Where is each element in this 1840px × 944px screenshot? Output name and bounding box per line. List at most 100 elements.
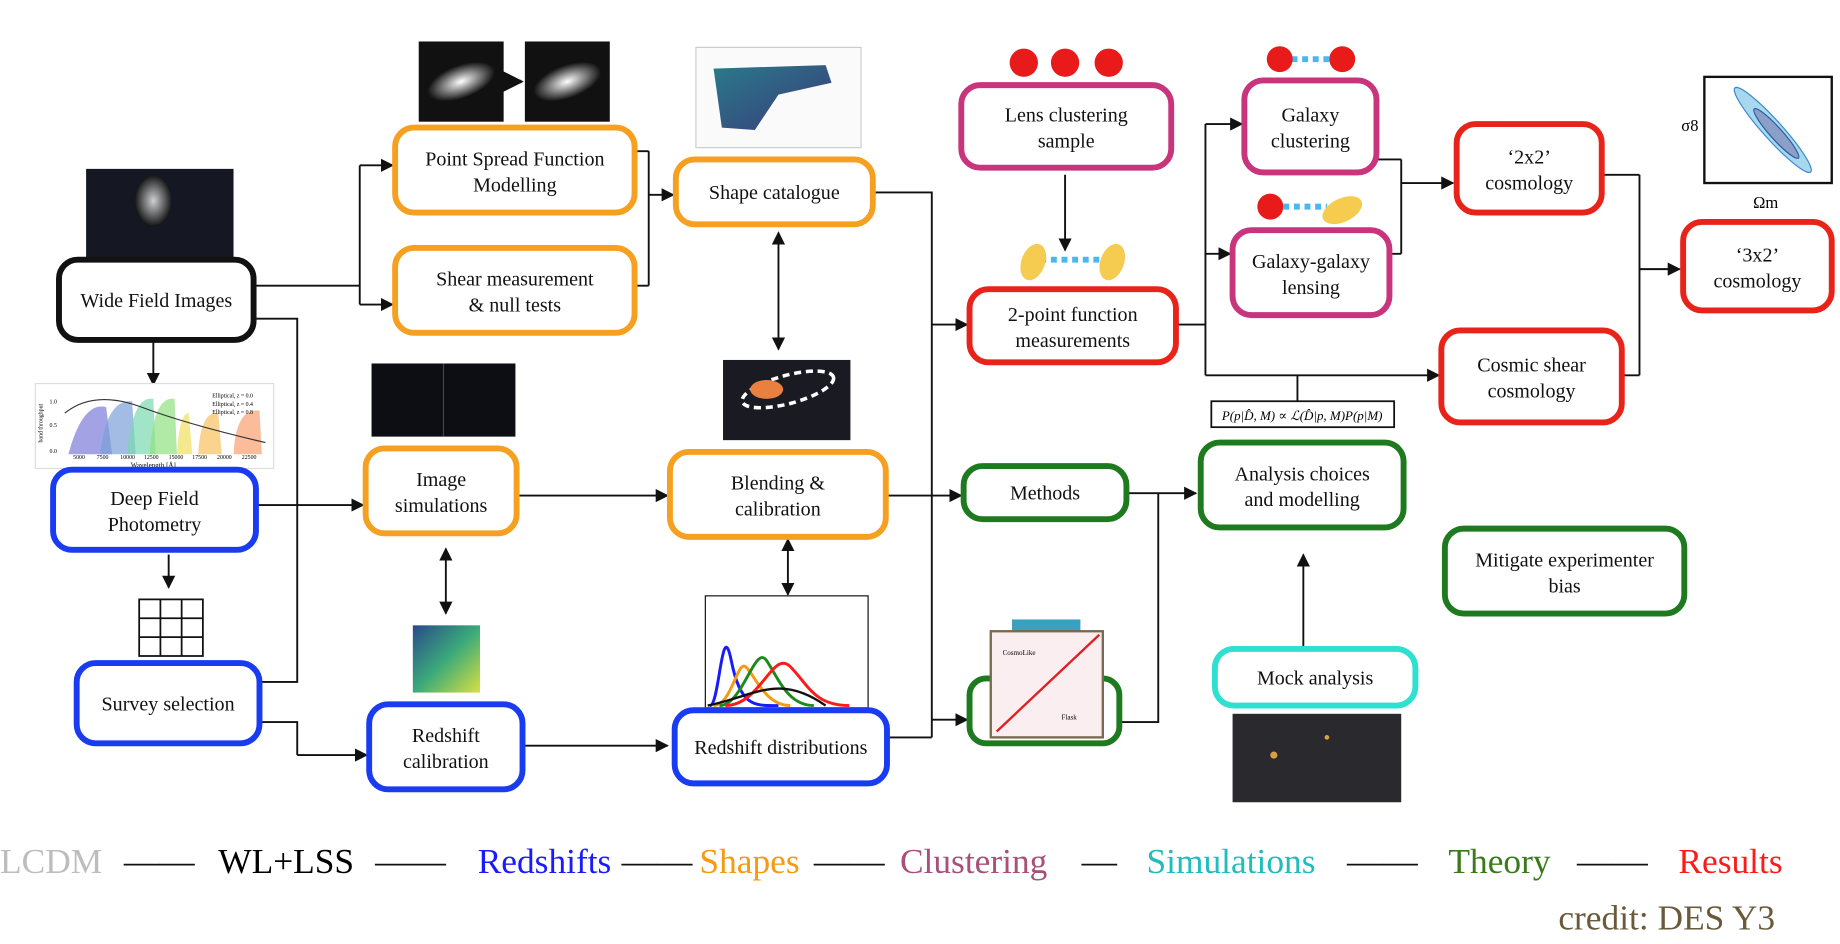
legend-item: —— [813, 841, 885, 881]
box-zcal: Redshift calibration [366, 701, 526, 793]
box-label: Mitigate experimenter [1475, 549, 1654, 571]
legend-item: Simulations [1146, 841, 1315, 881]
box-label: ‘2x2’ [1507, 147, 1550, 169]
posterior-formula-box [1210, 400, 1396, 429]
box-label: calibration [403, 751, 489, 773]
legend-item: WL+LSS [218, 841, 354, 881]
box-label: Wide Field Images [80, 290, 232, 312]
box-label: bias [1548, 575, 1580, 597]
photometry-legend: Elliptical, z = 0.0 [212, 394, 253, 400]
photometry-xlabel: Wavelength [Å] [131, 461, 176, 469]
box-border [1241, 77, 1380, 176]
box-border [1441, 525, 1688, 617]
photometry-xtick: 17500 [192, 455, 207, 461]
box-label: Methods [1010, 483, 1080, 505]
box-border [667, 449, 889, 540]
box-label: ‘3x2’ [1736, 244, 1779, 266]
box-label: Lens clustering [1005, 105, 1128, 127]
lensing-pair-icon [1020, 243, 1126, 281]
box-label: Point Spread Function [425, 148, 604, 170]
box-border [366, 701, 526, 793]
box-label: Analysis choices [1235, 463, 1370, 485]
box-label: Redshift distributions [694, 737, 867, 759]
galaxy-shear-pair-icon [1257, 193, 1363, 225]
galaxy-pair-icon [1266, 46, 1356, 73]
box-label: lensing [1282, 277, 1340, 299]
box-border [392, 124, 638, 216]
box-ggl: Galaxy-galaxy lensing [1229, 227, 1393, 319]
box-border [1197, 439, 1407, 531]
box-label: 2-point function [1008, 304, 1138, 326]
box-border [362, 445, 520, 537]
selection-grid-image [138, 598, 204, 657]
box-label: Blending & [731, 473, 826, 495]
box-border [50, 466, 259, 553]
box-shape: Shape catalogue [672, 156, 876, 228]
box-label: Shape catalogue [709, 182, 840, 204]
box-label: Modelling [473, 174, 557, 196]
box-border [671, 707, 890, 787]
box-label: clustering [1271, 131, 1350, 153]
photometry-xtick: 15000 [169, 455, 184, 461]
legend-item: Theory [1448, 841, 1550, 881]
box-border [1453, 121, 1605, 216]
box-mock: Mock analysis [1211, 645, 1419, 709]
box-zdist: Redshift distributions [671, 707, 890, 787]
box-c2x2: ‘2x2’ cosmology [1453, 121, 1605, 216]
sigma8-label: σ8 [1681, 116, 1698, 135]
box-label: & null tests [469, 295, 562, 317]
box-border [1680, 219, 1835, 314]
box-border [960, 463, 1130, 523]
photometry-legend: Elliptical, z = 0.4 [212, 402, 253, 408]
box-border [1211, 645, 1419, 709]
legend-item: —— [1346, 841, 1418, 881]
box-label: cosmology [1485, 173, 1573, 195]
box-survey: Survey selection [73, 660, 263, 747]
box-blend: Blending & calibration [667, 449, 889, 540]
box-analysis: Analysis choices and modelling [1197, 439, 1407, 531]
box-mitigate: Mitigate experimenter bias [1441, 525, 1688, 617]
photometry-xtick: 22500 [242, 455, 257, 461]
box-border [392, 244, 638, 336]
box-wide: Wide Field Images [56, 256, 257, 343]
box-border [958, 82, 1175, 171]
box-label: Survey selection [102, 693, 235, 715]
legend-item: LCDM [0, 841, 102, 881]
photometry-ytick: 1.0 [50, 400, 57, 406]
blending-image [723, 359, 851, 441]
box-label: Mock analysis [1257, 667, 1374, 689]
legend-item: Redshifts [478, 841, 612, 881]
mock-sim-image [1232, 713, 1402, 803]
box-label: Galaxy-galaxy [1252, 251, 1370, 273]
box-border [1438, 327, 1625, 426]
legend-item: —— [123, 841, 195, 881]
box-label: Redshift [412, 725, 480, 747]
legend-item: Results [1678, 841, 1782, 881]
box-label: and modelling [1245, 489, 1360, 511]
legend-item: — [1081, 841, 1118, 881]
photometry-bands [64, 398, 266, 455]
box-border [73, 660, 263, 747]
legend-item: —— [374, 841, 446, 881]
box-label: calibration [735, 499, 821, 521]
credit: credit: DES Y3 [1558, 898, 1775, 938]
covariance-lower-label: Flask [1062, 714, 1078, 722]
box-label: cosmology [1713, 270, 1801, 292]
omegam-label: Ωm [1753, 193, 1778, 212]
photometry-ytick: 0.0 [50, 449, 57, 455]
box-shear: Shear measurement & null tests [392, 244, 638, 336]
photometry-ytick: 0.5 [50, 423, 57, 429]
photometry-ylabel: band throughput [38, 403, 44, 442]
box-label: Shear measurement [436, 269, 594, 291]
box-c3x2: ‘3x2’ cosmology [1680, 219, 1835, 314]
box-border [56, 256, 257, 343]
posterior-formula: P(p|D̂, M) ∝ ℒ(D̂|p, M)P(p|M) [1221, 408, 1383, 423]
box-label: Photometry [108, 514, 202, 536]
